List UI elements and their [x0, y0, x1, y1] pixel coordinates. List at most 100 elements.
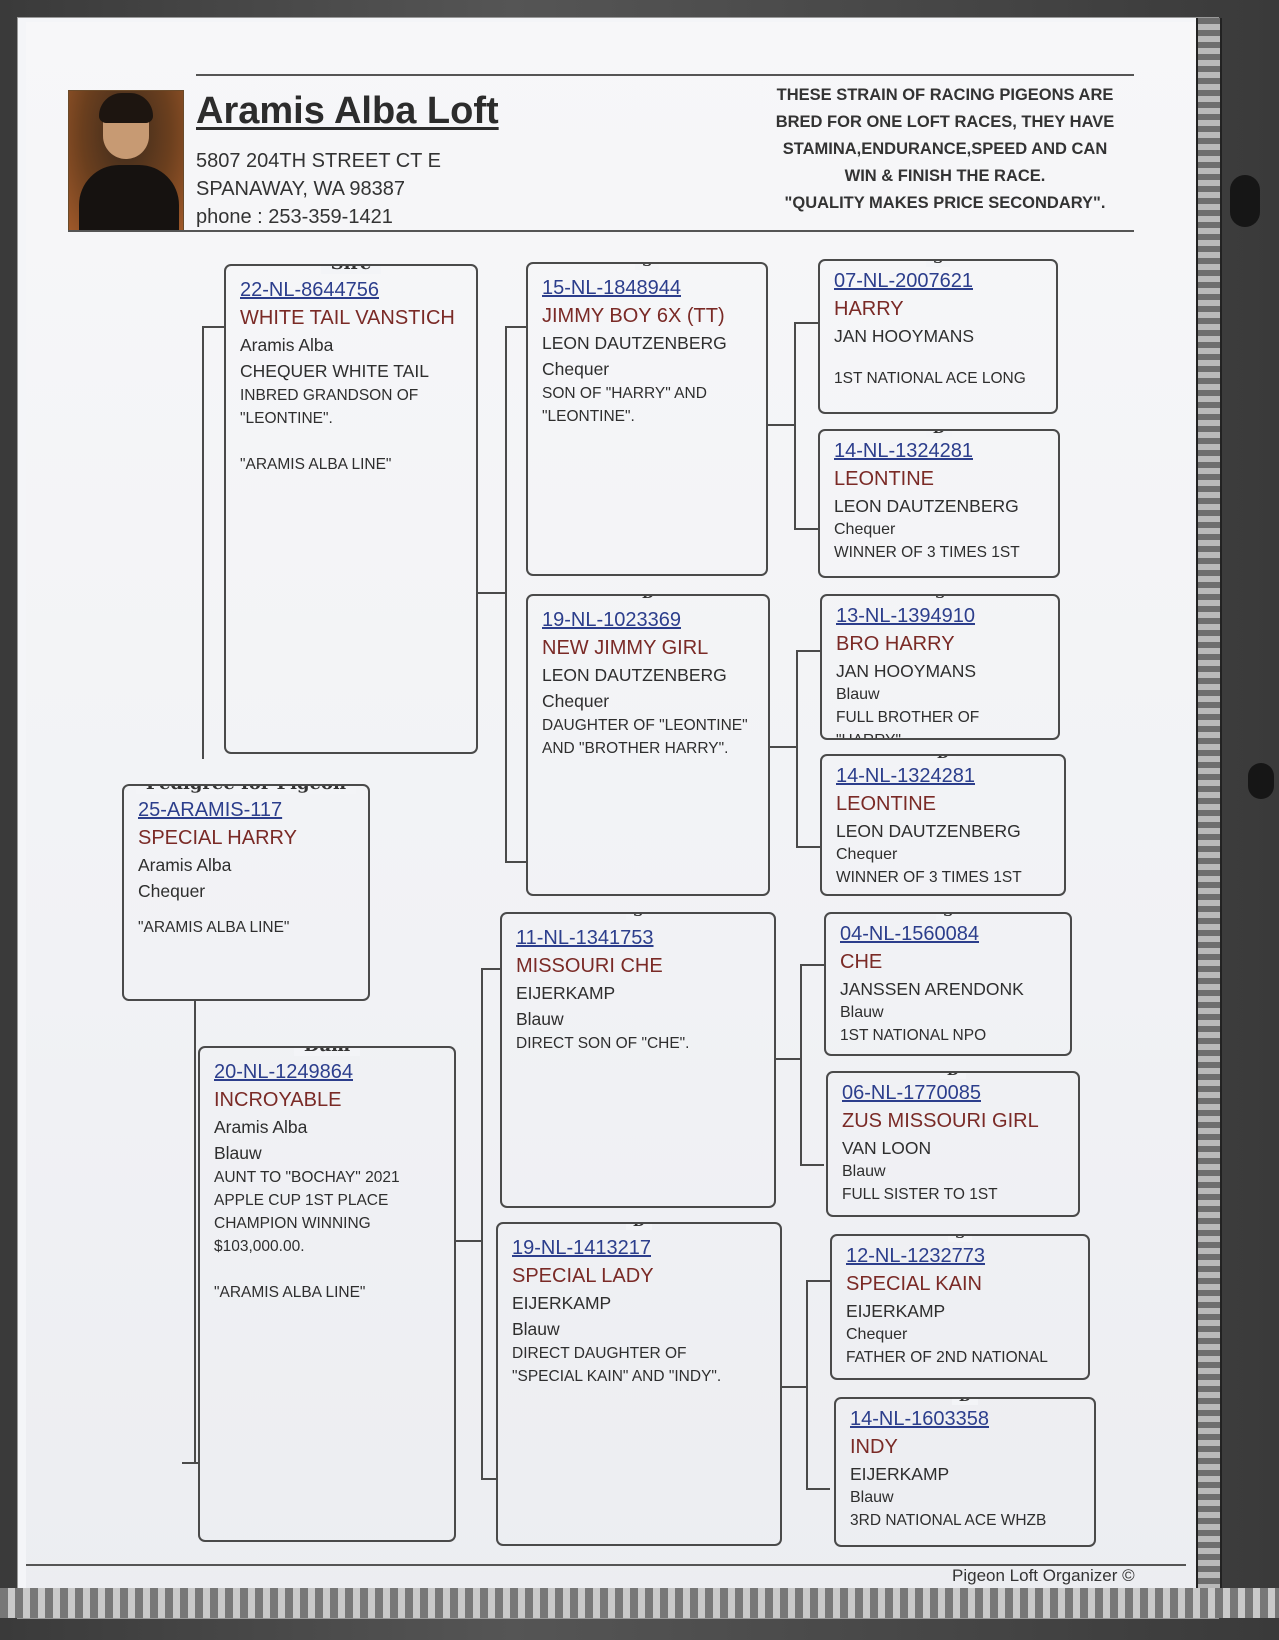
connector: [794, 322, 818, 324]
connector: [806, 1280, 830, 1282]
color: Blauw: [214, 1143, 262, 1163]
divider: [26, 1564, 1186, 1566]
notes: SON OF "HARRY" AND "LEONTINE".: [542, 385, 707, 425]
ring-number[interactable]: 14-NL-1324281: [836, 765, 975, 787]
ring-number[interactable]: 25-ARAMIS-117: [138, 799, 283, 821]
subject-card: Pedigree for Pigeon 25-ARAMIS-117 SPECIA…: [122, 784, 370, 1001]
color: Chequer: [138, 881, 206, 901]
sex-legend: S: [634, 264, 660, 270]
color: Chequer: [834, 521, 896, 538]
phone: phone : 253-359-1421: [196, 206, 393, 228]
breeder: Aramis Alba: [214, 1117, 308, 1137]
connector: [796, 650, 798, 846]
pigeon-name: MISSOURI CHE: [516, 955, 663, 977]
breeder: EIJERKAMP: [512, 1293, 612, 1313]
pigeon-name: CHE: [840, 951, 883, 973]
connector: [806, 1280, 808, 1488]
paper: [26, 22, 1198, 1610]
breeder: EIJERKAMP: [846, 1301, 946, 1321]
ring-number[interactable]: 12-NL-1232773: [846, 1245, 985, 1267]
pigeon-name: NEW JIMMY GIRL: [542, 637, 709, 659]
dsd-card: D 06-NL-1770085 ZUS MISSOURI GIRL VAN LO…: [826, 1071, 1080, 1217]
notes: FULL SISTER TO 1ST: [842, 1186, 998, 1203]
ring-number[interactable]: 14-NL-1324281: [834, 440, 973, 462]
ddd-card: D 14-NL-1603358 INDY EIJERKAMP Blauw 3RD…: [834, 1397, 1096, 1547]
sds-card: S 13-NL-1394910 BRO HARRY JAN HOOYMANS B…: [820, 594, 1060, 740]
pigeon-name: LEONTINE: [834, 468, 935, 490]
notes: WINNER OF 3 TIMES 1ST: [834, 544, 1020, 561]
color: Chequer: [542, 691, 610, 711]
connector: [481, 968, 483, 1480]
connector: [182, 1462, 200, 1464]
ring-number[interactable]: 22-NL-8644756: [240, 279, 379, 301]
sire-legend: Sire: [320, 266, 382, 274]
color: CHEQUER WHITE TAIL: [240, 361, 429, 381]
binder-hole: [1230, 175, 1260, 227]
color: Chequer: [836, 846, 898, 863]
blurb-line: BRED FOR ONE LOFT RACES, THEY HAVE: [775, 113, 1115, 131]
ring-number[interactable]: 06-NL-1770085: [842, 1082, 981, 1104]
ring-number[interactable]: 14-NL-1603358: [850, 1408, 989, 1430]
pigeon-name: JIMMY BOY 6X (TT): [542, 305, 725, 327]
sleeve-edge: [0, 1588, 1279, 1618]
pedigree-sheet: [18, 18, 1218, 1618]
ring-number[interactable]: 07-NL-2007621: [834, 270, 973, 292]
connector: [794, 528, 818, 530]
ring-number[interactable]: 11-NL-1341753: [516, 927, 654, 949]
sss-card: S 07-NL-2007621 HARRY JAN HOOYMANS 1ST N…: [818, 259, 1058, 414]
breeder: LEON DAUTZENBERG: [542, 333, 727, 353]
pigeon-name: SPECIAL KAIN: [846, 1273, 982, 1295]
pigeon-name: INDY: [850, 1436, 898, 1458]
sex-legend: S: [625, 914, 651, 920]
pigeon-name: INCROYABLE: [214, 1089, 342, 1111]
blurb-line: "QUALITY MAKES PRICE SECONDARY".: [784, 194, 1106, 212]
sex-legend: S: [947, 1236, 973, 1242]
color: Blauw: [842, 1163, 886, 1180]
ring-number[interactable]: 15-NL-1848944: [542, 277, 681, 299]
ring-number[interactable]: 19-NL-1413217: [512, 1237, 651, 1259]
connector: [202, 326, 204, 759]
subject-legend: Pedigree for Pigeon: [135, 786, 357, 794]
connector: [481, 1478, 497, 1480]
notes: FULL BROTHER OF "HARRY".: [836, 709, 980, 738]
connector: [800, 964, 824, 966]
connector: [776, 1058, 800, 1060]
pigeon-name: SPECIAL HARRY: [138, 827, 297, 849]
connector: [481, 968, 501, 970]
notes: DIRECT DAUGHTER OF "SPECIAL KAIN" AND "I…: [512, 1345, 722, 1385]
notes: AUNT TO "BOCHAY" 2021 APPLE CUP 1ST PLAC…: [214, 1169, 400, 1301]
connector: [505, 326, 507, 863]
owner-photo: [68, 90, 184, 232]
notes: DIRECT SON OF "CHE".: [516, 1035, 690, 1052]
color: Blauw: [840, 1004, 884, 1021]
breeder: EIJERKAMP: [516, 983, 616, 1003]
sex-legend: D: [939, 1073, 967, 1079]
connector: [477, 592, 505, 594]
binder-hole: [1248, 763, 1274, 799]
breeder: JAN HOOYMANS: [834, 326, 975, 346]
breeder: JANSSEN ARENDONK: [840, 979, 1024, 999]
color: Blauw: [836, 686, 880, 703]
sire-card: Sire 22-NL-8644756 WHITE TAIL VANSTICH A…: [224, 264, 478, 754]
pigeon-name: HARRY: [834, 298, 904, 320]
dds-card: S 12-NL-1232773 SPECIAL KAIN EIJERKAMP C…: [830, 1234, 1090, 1380]
connector: [796, 650, 820, 652]
notes: DAUGHTER OF "LEONTINE" AND "BROTHER HARR…: [542, 717, 748, 757]
sex-legend: S: [925, 261, 951, 267]
blurb-line: THESE STRAIN OF RACING PIGEONS ARE: [776, 86, 1114, 104]
color: Blauw: [516, 1009, 564, 1029]
ring-number[interactable]: 04-NL-1560084: [840, 923, 979, 945]
color: Blauw: [850, 1489, 894, 1506]
connector: [505, 326, 527, 328]
color: Blauw: [512, 1319, 560, 1339]
sex-legend: D: [951, 1399, 979, 1405]
sire-sire-card: S 15-NL-1848944 JIMMY BOY 6X (TT) LEON D…: [526, 262, 768, 576]
ring-number[interactable]: 13-NL-1394910: [836, 605, 975, 627]
dss-card: S 04-NL-1560084 CHE JANSSEN ARENDONK Bla…: [824, 912, 1072, 1056]
dam-legend: Dam: [293, 1048, 361, 1056]
sex-legend: D: [634, 596, 662, 602]
blurb-line: STAMINA,ENDURANCE,SPEED AND CAN: [782, 140, 1108, 158]
connector: [800, 964, 802, 1164]
ring-number[interactable]: 19-NL-1023369: [542, 609, 681, 631]
ring-number[interactable]: 20-NL-1249864: [214, 1061, 353, 1083]
